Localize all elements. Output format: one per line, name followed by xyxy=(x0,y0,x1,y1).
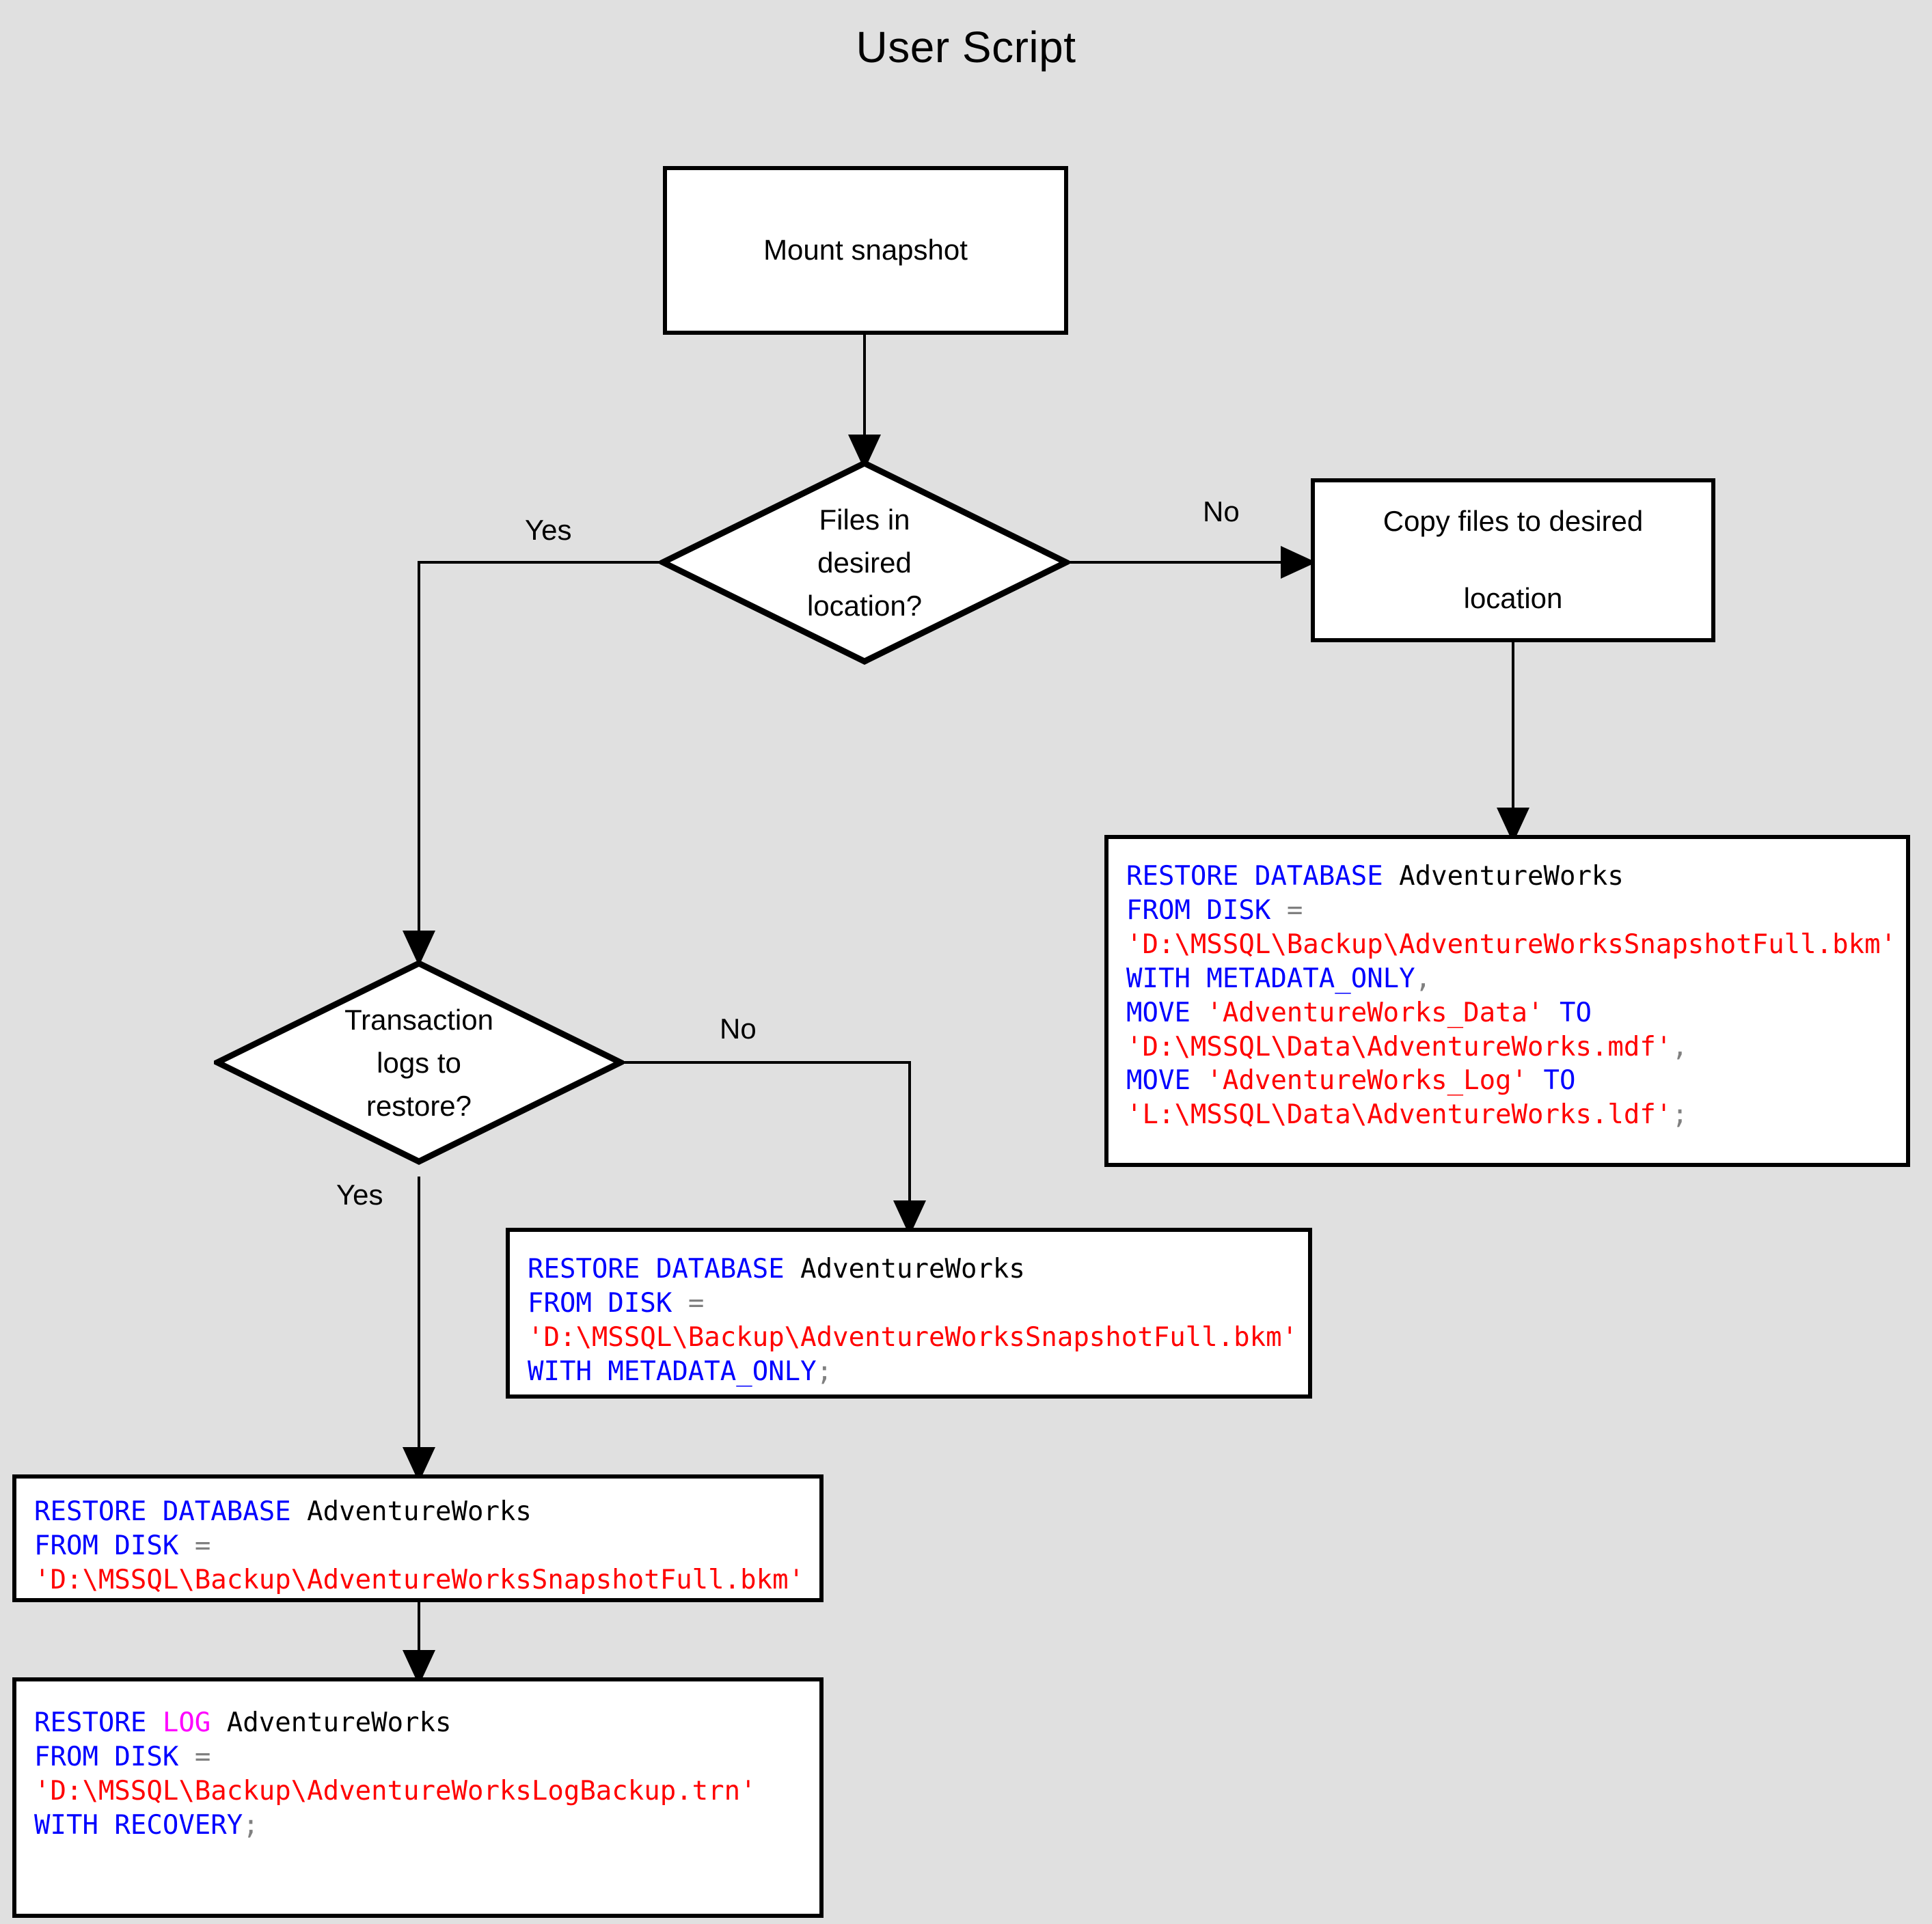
code-line: FROM DISK = xyxy=(528,1287,1290,1321)
code-token: AdventureWorks xyxy=(1399,861,1624,892)
code-token: AdventureWorks xyxy=(226,1707,452,1738)
code-line: 'L:\MSSQL\Data\AdventureWorks.ldf'; xyxy=(1126,1098,1888,1132)
code-token: ; xyxy=(243,1809,259,1841)
code-token: , xyxy=(323,1599,355,1602)
code-token: , xyxy=(1415,963,1432,994)
code-token: = xyxy=(688,1287,705,1319)
code-token: MOVE xyxy=(1126,1065,1207,1097)
code-token: RESTORE xyxy=(34,1707,163,1738)
code-token: WITH RECOVERY xyxy=(34,1809,243,1841)
edge-label-files-yes: Yes xyxy=(525,514,572,546)
code-token: WITH METADATA_ONLY xyxy=(1126,963,1415,994)
edge-label-logs-no: No xyxy=(720,1013,757,1045)
code-token: 'L:\MSSQL\Data\AdventureWorks.ldf' xyxy=(1126,1099,1672,1131)
code-token: AdventureWorks xyxy=(800,1254,1025,1284)
copy-files-line1: Copy files to desired xyxy=(1383,504,1644,537)
code-token: , xyxy=(1672,1031,1688,1062)
code-token: 'D:\MSSQL\Backup\AdventureWorksSnapshotF… xyxy=(1126,929,1897,960)
edge-label-files-no: No xyxy=(1203,495,1240,527)
code-token: TO xyxy=(1527,1065,1576,1097)
code-line: WITH METADATA_ONLY; xyxy=(528,1355,1290,1389)
code-line: FROM DISK = xyxy=(1126,894,1888,928)
code-line: 'D:\MSSQL\Backup\AdventureWorksSnapshotF… xyxy=(34,1563,805,1597)
code-line: 'D:\MSSQL\Backup\AdventureWorksSnapshotF… xyxy=(528,1321,1298,1355)
code-token: RESTORE DATABASE xyxy=(34,1496,308,1527)
code-token: = xyxy=(194,1741,211,1772)
code-line: RESTORE DATABASE AdventureWorks xyxy=(1126,860,1888,894)
code-line: 'D:\MSSQL\Backup\AdventureWorksSnapshotF… xyxy=(1126,928,1896,962)
code-token: WITH METADATA_ONLY xyxy=(34,1599,323,1602)
edge-logs-no-to-restore-metadata xyxy=(624,1061,926,1236)
code-token: RESTORE DATABASE xyxy=(1126,861,1400,892)
code-token: = xyxy=(194,1530,211,1561)
code-token: ; xyxy=(515,1599,531,1602)
code-token: NORECOVERY xyxy=(355,1599,516,1602)
copy-files-line2: location xyxy=(1463,582,1563,615)
code-token: MOVE xyxy=(1126,997,1207,1028)
code-token: 'AdventureWorks_Log' xyxy=(1206,1065,1528,1097)
node-mount-snapshot[interactable]: Mount snapshot xyxy=(663,166,1068,335)
page-title: User Script xyxy=(856,23,1076,72)
code-token: ; xyxy=(816,1356,833,1387)
node-transaction-logs-to-restore[interactable]: Transaction logs to restore? xyxy=(214,960,624,1165)
code-token: TO xyxy=(1543,997,1592,1028)
code-token: ; xyxy=(1672,1099,1688,1131)
code-token: FROM DISK xyxy=(1126,894,1287,926)
code-line: WITH METADATA_ONLY, NORECOVERY; xyxy=(34,1597,802,1602)
node-mount-snapshot-label: Mount snapshot xyxy=(763,234,968,266)
code-token: WITH METADATA_ONLY xyxy=(528,1356,817,1387)
code-token xyxy=(210,1707,226,1738)
code-line: RESTORE LOG AdventureWorks xyxy=(34,1706,802,1740)
code-line: 'D:\MSSQL\Data\AdventureWorks.mdf', xyxy=(1126,1030,1888,1064)
code-line: WITH METADATA_ONLY, xyxy=(1126,962,1888,996)
code-line: MOVE 'AdventureWorks_Data' TO xyxy=(1126,996,1888,1030)
code-line: MOVE 'AdventureWorks_Log' TO xyxy=(1126,1064,1888,1098)
node-copy-files-label: Copy files to desired location xyxy=(1353,502,1674,618)
code-token: 'D:\MSSQL\Backup\AdventureWorksLogBackup… xyxy=(34,1775,757,1806)
code-line: WITH RECOVERY; xyxy=(34,1809,802,1843)
code-token: FROM DISK xyxy=(528,1287,688,1319)
node-files-in-desired-location[interactable]: Files in desired location? xyxy=(659,460,1070,665)
code-token: FROM DISK xyxy=(34,1530,195,1561)
code-token: AdventureWorks xyxy=(307,1496,532,1527)
edge-label-logs-yes: Yes xyxy=(336,1179,383,1211)
code-token: 'D:\MSSQL\Backup\AdventureWorksSnapshotF… xyxy=(528,1321,1298,1353)
code-token: 'AdventureWorks_Data' xyxy=(1206,997,1544,1028)
code-token: RESTORE DATABASE xyxy=(528,1254,801,1284)
code-line: 'D:\MSSQL\Backup\AdventureWorksLogBackup… xyxy=(34,1774,802,1809)
code-token: = xyxy=(1286,894,1303,926)
node-copy-files-to-desired-location[interactable]: Copy files to desired location xyxy=(1311,478,1715,642)
code-token: FROM DISK xyxy=(34,1741,195,1772)
code-token: 'D:\MSSQL\Data\AdventureWorks.mdf' xyxy=(1126,1031,1672,1062)
code-line: FROM DISK = xyxy=(34,1529,802,1563)
code-line: RESTORE DATABASE AdventureWorks xyxy=(528,1252,1290,1287)
edge-files-yes-to-logs xyxy=(403,561,659,966)
code-token: 'D:\MSSQL\Backup\AdventureWorksSnapshotF… xyxy=(34,1564,805,1595)
code-token: LOG xyxy=(162,1707,211,1738)
code-line: RESTORE DATABASE AdventureWorks xyxy=(34,1495,802,1529)
code-line: FROM DISK = xyxy=(34,1740,802,1774)
